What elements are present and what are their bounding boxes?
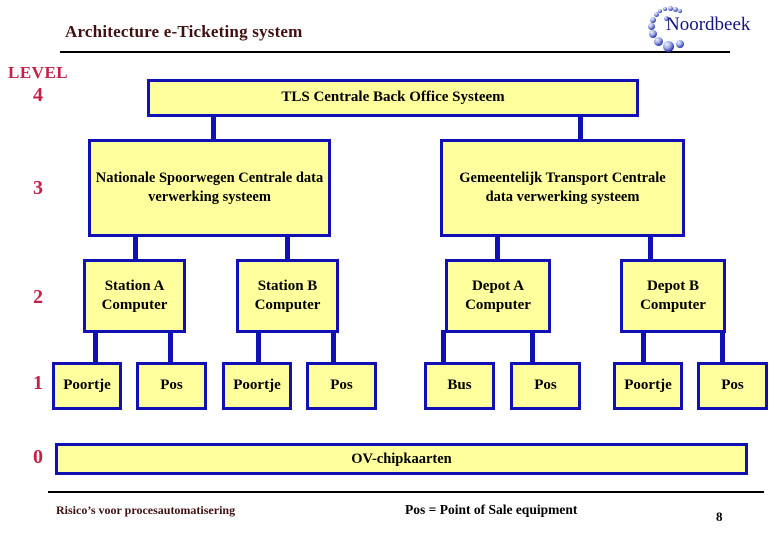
logo-bubble-icon xyxy=(654,12,659,17)
connector-line xyxy=(578,113,583,141)
level-number-2: 2 xyxy=(33,286,43,308)
level-number-0: 0 xyxy=(33,446,43,468)
box-poortje-1: Poortje xyxy=(52,362,122,410)
noordbeek-logo: Noordbeek xyxy=(644,6,774,54)
logo-bubble-icon xyxy=(658,9,662,13)
connector-line xyxy=(441,330,446,364)
box-poortje-3: Poortje xyxy=(613,362,683,410)
logo-bubble-icon xyxy=(676,40,684,48)
logo-bubble-icon xyxy=(673,7,678,12)
level-axis-label: LEVEL xyxy=(8,63,69,82)
logo-bubble-icon xyxy=(668,6,673,11)
box-ov-chipkaarten: OV-chipkaarten xyxy=(55,443,748,475)
logo-bubble-icon xyxy=(654,37,663,46)
connector-line xyxy=(256,330,261,364)
footer-divider xyxy=(48,491,764,493)
logo-bubble-icon xyxy=(663,7,667,11)
logo-bubble-icon xyxy=(663,41,674,52)
title-underline xyxy=(60,51,730,53)
level-number-1: 1 xyxy=(33,372,43,394)
box-depot-b-computer: Depot B Computer xyxy=(620,259,726,333)
box-pos-3: Pos xyxy=(510,362,581,410)
level-number-3: 3 xyxy=(33,177,43,199)
footer-legend-note: Pos = Point of Sale equipment xyxy=(405,502,578,517)
connector-line xyxy=(168,330,173,364)
connector-line xyxy=(641,330,646,364)
connector-line xyxy=(285,234,290,262)
box-pos-1: Pos xyxy=(136,362,207,410)
connector-line xyxy=(530,330,535,364)
page-number: 8 xyxy=(716,509,723,524)
box-station-a-computer: Station A Computer xyxy=(83,259,186,333)
box-nationale-spoorwegen: Nationale Spoorwegen Centrale data verwe… xyxy=(88,139,331,237)
logo-bubble-icon xyxy=(648,23,655,30)
level-number-4: 4 xyxy=(33,84,43,106)
logo-text: Noordbeek xyxy=(666,14,751,35)
logo-bubble-icon xyxy=(650,17,656,23)
logo-bubble-icon xyxy=(664,16,669,21)
box-bus: Bus xyxy=(424,362,495,410)
connector-line xyxy=(720,330,725,364)
logo-bubble-icon xyxy=(649,30,657,38)
connector-line xyxy=(648,234,653,262)
box-tls-central-back-office: TLS Centrale Back Office Systeem xyxy=(147,79,639,117)
connector-line xyxy=(93,330,98,364)
box-depot-a-computer: Depot A Computer xyxy=(445,259,551,333)
connector-line xyxy=(331,330,336,364)
connector-line xyxy=(211,113,216,141)
logo-bubble-icon xyxy=(678,9,682,13)
box-station-b-computer: Station B Computer xyxy=(236,259,339,333)
box-poortje-2: Poortje xyxy=(222,362,292,410)
connector-line xyxy=(495,234,500,262)
box-pos-2: Pos xyxy=(306,362,377,410)
box-pos-4: Pos xyxy=(697,362,768,410)
connector-line xyxy=(133,234,138,262)
footer-left-text: Risico’s voor procesautomatisering xyxy=(56,503,236,517)
box-gemeentelijk-transport: Gemeentelijk Transport Centrale data ver… xyxy=(440,139,685,237)
slide-title: Architecture e-Ticketing system xyxy=(65,22,303,41)
